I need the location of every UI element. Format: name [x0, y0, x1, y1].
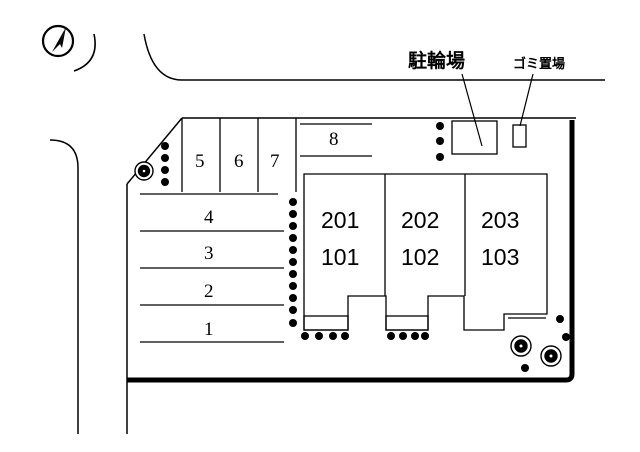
bicycle-parking-box: [451, 120, 498, 155]
label-leaders: [461, 73, 534, 147]
entrance-steps: [303, 315, 546, 331]
hedge-dots: [161, 122, 570, 372]
parking-space-label: 3: [204, 243, 214, 264]
unit-number: 103: [481, 244, 520, 270]
parking-space-label: 1: [204, 319, 214, 340]
bicycle-parking-label: 駐輪場: [408, 50, 466, 72]
parking-stalls-5-7: [181, 118, 297, 192]
parking-lot-lines: [140, 193, 284, 343]
parking-stall-8: [300, 123, 372, 157]
unit-number: 101: [321, 244, 360, 270]
garbage-box: [512, 124, 527, 148]
facility-boxes: [451, 120, 527, 155]
unit-number: 203: [481, 207, 520, 233]
shrub-icon: [134, 161, 562, 367]
road-lines: [49, 33, 605, 434]
unit-number: 102: [401, 244, 440, 270]
parking-space-label: 4: [204, 207, 214, 228]
unit-number: 201: [321, 207, 360, 233]
north-arrow-icon: [41, 24, 96, 72]
garbage-area-label: ゴミ置場: [513, 57, 566, 72]
parking-space-label: 5: [195, 151, 205, 172]
unit-number: 202: [401, 207, 440, 233]
parking-space-label: 2: [204, 281, 214, 302]
parking-space-label: 7: [270, 151, 280, 172]
parking-space-label: 8: [329, 129, 339, 150]
parking-space-label: 6: [234, 151, 244, 172]
